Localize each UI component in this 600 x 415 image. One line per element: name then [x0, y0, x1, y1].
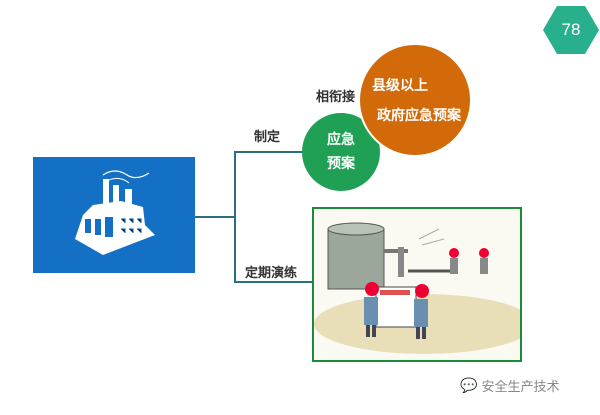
- drill-illustration: [312, 207, 522, 362]
- factory-icon: [75, 170, 155, 255]
- factory-panel: [33, 157, 195, 273]
- government-plan-circle: 县级以上 政府应急预案: [360, 45, 470, 155]
- connector-line: [195, 216, 235, 218]
- formulate-label: 制定: [254, 130, 281, 145]
- page-number: 78: [561, 20, 581, 39]
- drill-scene-image: [314, 209, 520, 360]
- circle-text: 预案: [327, 156, 355, 172]
- circle-text: 应急: [327, 132, 355, 148]
- circle-text: 政府应急预案: [377, 108, 461, 124]
- connect-label: 相衔接: [316, 90, 356, 105]
- page-number-badge: 78: [543, 6, 599, 54]
- connector-line: [234, 151, 304, 153]
- connector-line: [234, 151, 236, 283]
- wechat-icon: 💬: [460, 377, 478, 394]
- regular-drill-label: 定期演练: [245, 266, 298, 281]
- account-name: 安全生产技术: [481, 380, 560, 395]
- connector-line: [234, 281, 312, 283]
- circle-text: 县级以上: [372, 78, 428, 94]
- footer-watermark: 💬 安全生产技术: [460, 376, 560, 396]
